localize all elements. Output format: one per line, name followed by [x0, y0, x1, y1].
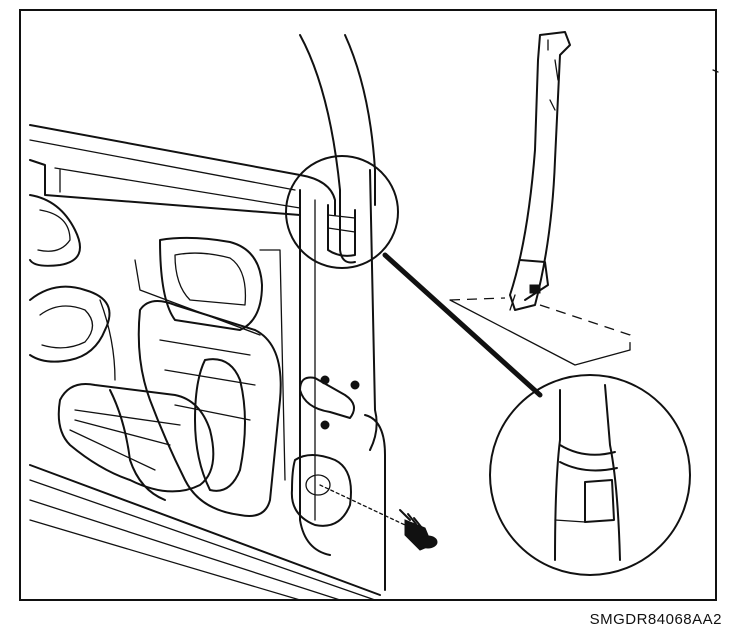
detail-circle-lower: [489, 374, 691, 576]
figure-reference-code: SMGDR84068AA2: [589, 611, 722, 628]
figure-frame: [19, 9, 717, 601]
detail-leader-line: [382, 252, 543, 398]
screw: [319, 484, 438, 551]
door-inner-panel: [29, 124, 386, 601]
installed-window-channel: [299, 34, 376, 264]
edge-mark: [712, 69, 719, 73]
detail-circle-upper: [285, 155, 399, 269]
removed-window-channel: [449, 31, 631, 366]
